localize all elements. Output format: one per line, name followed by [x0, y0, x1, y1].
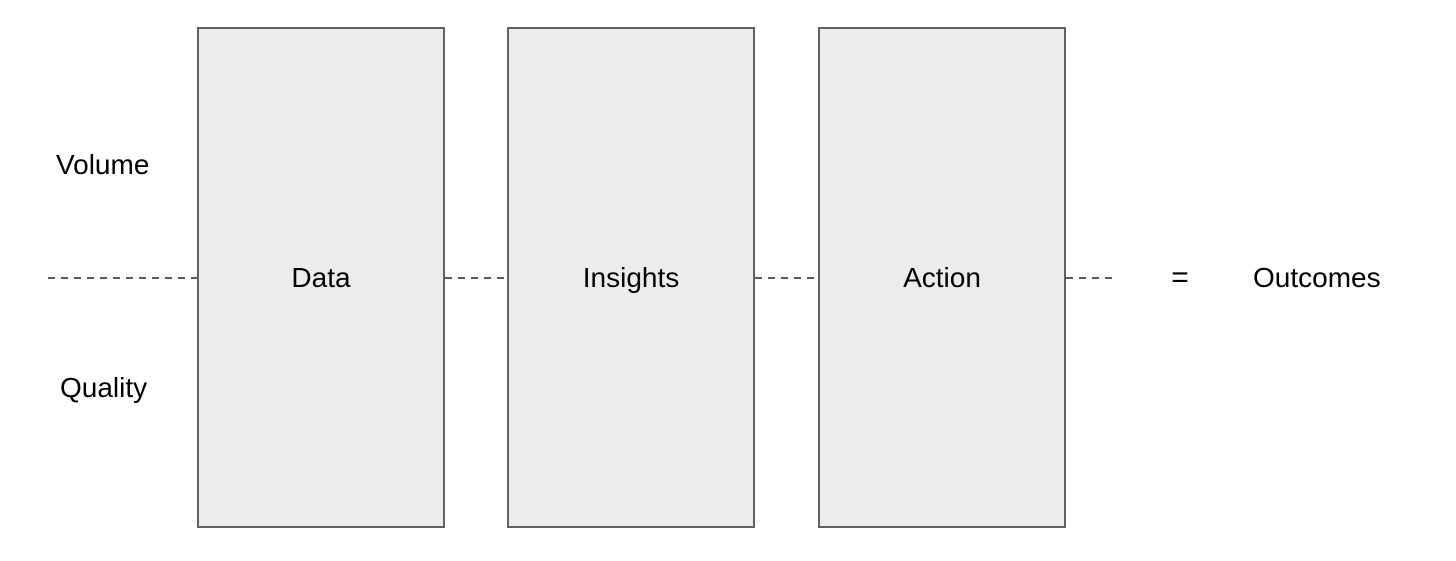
- box-insights: Insights: [507, 27, 755, 528]
- box-insights-label: Insights: [582, 261, 680, 293]
- dashed-connector-left: [48, 277, 198, 279]
- equals-sign: =: [1171, 261, 1189, 294]
- quality-label: Quality: [60, 372, 148, 403]
- dashed-connector-action-outcomes: [1066, 277, 1113, 279]
- box-action-label: Action: [903, 261, 981, 293]
- dashed-connector-insights-action: [755, 277, 819, 279]
- dashed-connector-data-insights: [445, 277, 508, 279]
- volume-label: Volume: [56, 149, 150, 180]
- box-action: Action: [818, 27, 1066, 528]
- box-data-label: Data: [291, 261, 351, 293]
- outcomes-label: Outcomes: [1253, 262, 1381, 293]
- box-data: Data: [197, 27, 445, 528]
